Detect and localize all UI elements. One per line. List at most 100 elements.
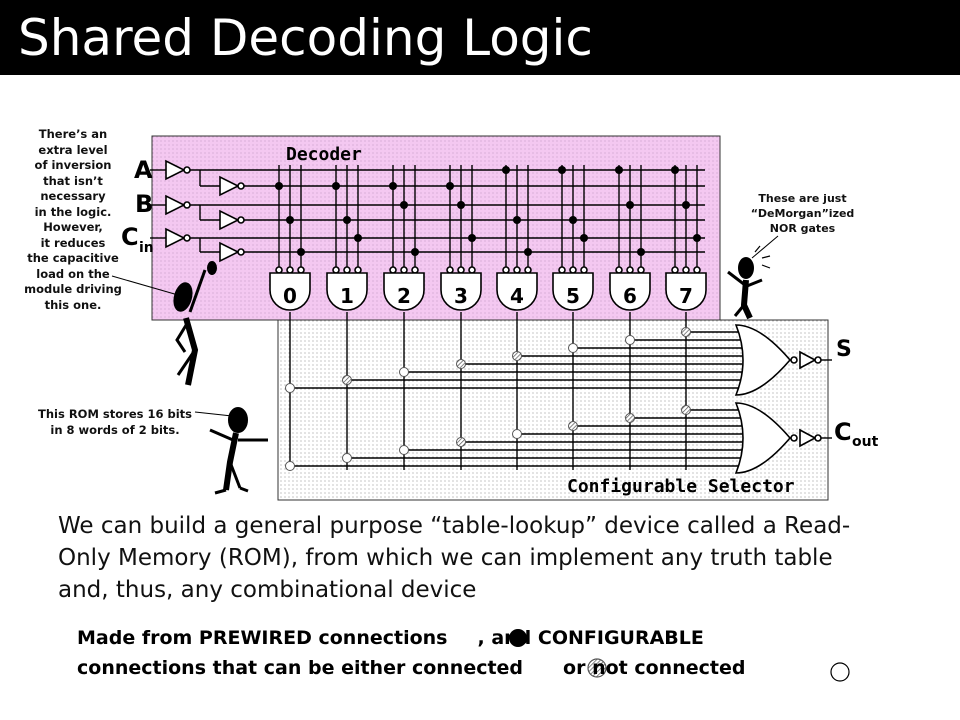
stick-figure-right bbox=[727, 245, 771, 320]
decoder-output-7: 7 bbox=[679, 284, 693, 308]
decoder-output-6: 6 bbox=[623, 284, 637, 308]
gate-input-bubble bbox=[400, 266, 408, 274]
gate-input-bubble bbox=[354, 266, 362, 274]
legend-line1-a: Made from PREWIRED connections bbox=[77, 627, 448, 649]
inversion-bubble bbox=[814, 356, 822, 364]
open-connection bbox=[285, 461, 295, 471]
open-connection bbox=[512, 429, 522, 439]
open-connection bbox=[399, 445, 409, 455]
configured-connection bbox=[342, 375, 352, 385]
open-connection bbox=[399, 367, 409, 377]
input-cin-sub: in bbox=[139, 240, 154, 256]
rom-line: in 8 words of 2 bits. bbox=[50, 422, 180, 437]
prewired-connection-dot bbox=[468, 234, 476, 242]
inversion-bubble bbox=[183, 166, 191, 174]
output-cout-label: C bbox=[834, 418, 852, 446]
inversion-line: There’s an bbox=[38, 127, 108, 141]
gate-input-bubble bbox=[671, 266, 679, 274]
prewired-connection-dot bbox=[297, 248, 305, 256]
inversion-bubble bbox=[183, 234, 191, 242]
inversion-line: extra level bbox=[38, 142, 108, 157]
legend-line2-b: or not connected bbox=[563, 657, 746, 679]
prewired-dot-icon bbox=[509, 629, 527, 647]
gate-input-bubble bbox=[637, 266, 645, 274]
configured-connection bbox=[456, 359, 466, 369]
gate-input-bubble bbox=[389, 266, 397, 274]
open-connection bbox=[342, 453, 352, 463]
gate-input-bubble bbox=[286, 266, 294, 274]
configured-connection bbox=[681, 327, 691, 337]
prewired-connection-dot bbox=[332, 182, 340, 190]
input-a-label: A bbox=[134, 156, 153, 184]
legend-line-1: Made from PREWIRED connections , and CONF… bbox=[77, 627, 704, 649]
s-nor-gate bbox=[734, 324, 792, 396]
configured-connection bbox=[512, 351, 522, 361]
legend-line1-b: , and CONFIGURABLE bbox=[477, 627, 704, 649]
decoder-output-2: 2 bbox=[397, 284, 411, 308]
configured-connection bbox=[456, 437, 466, 447]
decoder-and-gate bbox=[440, 272, 482, 311]
decoder-label: Decoder bbox=[286, 144, 362, 165]
inversion-line: that isn’t bbox=[43, 173, 103, 188]
gate-input-bubble bbox=[569, 266, 577, 274]
open-connection bbox=[625, 335, 635, 345]
gate-input-bubble bbox=[558, 266, 566, 274]
prewired-connection-dot bbox=[389, 182, 397, 190]
output-s-label: S bbox=[836, 337, 852, 362]
gate-input-bubble bbox=[502, 266, 510, 274]
input-b-label: B bbox=[135, 190, 153, 218]
configurable-open-icon bbox=[830, 662, 850, 682]
body-paragraph: We can build a general purpose “table-lo… bbox=[58, 513, 851, 603]
open-connection bbox=[568, 343, 578, 353]
gate-input-bubble bbox=[457, 266, 465, 274]
title-bar: Shared Decoding Logic bbox=[0, 0, 960, 75]
inversion-bubble bbox=[814, 434, 822, 442]
gate-input-bubble bbox=[615, 266, 623, 274]
gate-input-bubble bbox=[580, 266, 588, 274]
configured-connection bbox=[568, 421, 578, 431]
decoder-and-gate bbox=[383, 272, 425, 311]
prewired-connection-dot bbox=[524, 248, 532, 256]
gate-input-bubble bbox=[524, 266, 532, 274]
prewired-connection-dot bbox=[354, 234, 362, 242]
demorgan-line: NOR gates bbox=[769, 222, 836, 235]
output-inverter bbox=[799, 350, 817, 370]
decoder-output-0: 0 bbox=[283, 284, 297, 308]
prewired-connection-dot bbox=[446, 182, 454, 190]
prewired-connection-dot bbox=[558, 166, 566, 174]
inversion-line: load on the bbox=[36, 266, 110, 281]
legend-line2-a: connections that can be either connected bbox=[77, 657, 524, 679]
decoder-and-gate bbox=[552, 272, 594, 311]
inversion-bubble bbox=[183, 201, 191, 209]
configurable-connected-icon bbox=[587, 658, 607, 678]
inversion-bubble bbox=[790, 434, 798, 442]
gate-input-bubble bbox=[275, 266, 283, 274]
prewired-connection-dot bbox=[693, 234, 701, 242]
gate-input-bubble bbox=[332, 266, 340, 274]
stick-figure-bottom bbox=[209, 407, 268, 495]
inversion-bubble bbox=[237, 216, 245, 224]
prewired-connection-dot bbox=[502, 166, 510, 174]
gate-input-bubble bbox=[626, 266, 634, 274]
decoder-and-gate bbox=[269, 272, 311, 311]
decoder-and-gate bbox=[326, 272, 368, 311]
gate-input-bubble bbox=[446, 266, 454, 274]
gate-input-bubble bbox=[297, 266, 305, 274]
inversion-line: it reduces bbox=[40, 235, 106, 250]
prewired-connection-dot bbox=[411, 248, 419, 256]
input-cin-label: C bbox=[121, 223, 139, 251]
slide-title: Shared Decoding Logic bbox=[18, 9, 593, 67]
decoder-and-gate bbox=[609, 272, 651, 311]
stick-figure-left bbox=[173, 261, 217, 386]
configured-connection bbox=[625, 413, 635, 423]
gate-input-bubble bbox=[693, 266, 701, 274]
prewired-connection-dot bbox=[580, 234, 588, 242]
inverter-gate bbox=[219, 209, 240, 231]
prewired-connection-dot bbox=[637, 248, 645, 256]
prewired-connection-dot bbox=[569, 216, 577, 224]
inversion-line: in the logic. bbox=[34, 204, 112, 219]
demorgan-line: These are just bbox=[758, 192, 847, 205]
